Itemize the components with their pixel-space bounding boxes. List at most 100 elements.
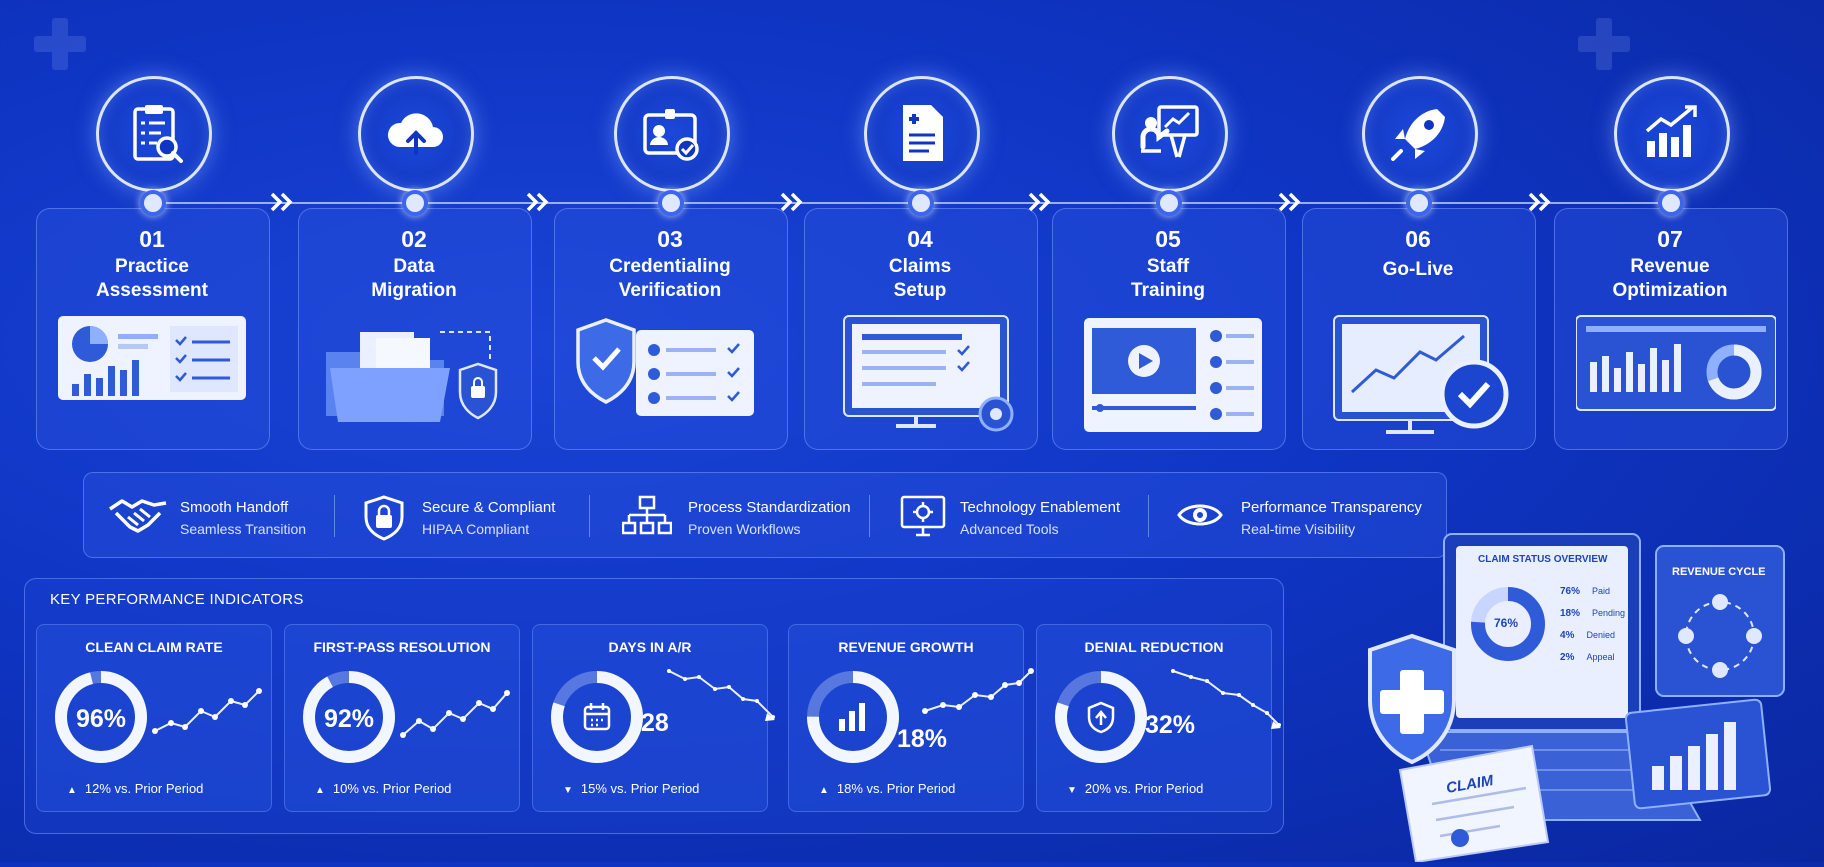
kpi-change-text: 15% vs. Prior Period [580,781,700,796]
kpi-label: FIRST-PASS RESOLUTION [313,639,491,655]
step-number: 01 [139,226,165,252]
growth-chart-icon [1645,105,1697,157]
claim-status-pct: 76% [1560,586,1581,597]
divider [589,495,590,537]
kpi-change: ▼20% vs. Prior Period [1067,781,1203,796]
step-title-line2: Verification [618,280,722,301]
claim-status-label: Paid [1592,586,1611,596]
value-subtitle: Seamless Transition [180,521,307,537]
value-subtitle: Advanced Tools [960,521,1059,537]
claim-status-row: 76% Paid [1560,586,1610,597]
step-illustration [1084,318,1262,432]
step-number: 06 [1405,226,1431,252]
kpi-value: 92% [323,705,375,733]
rocket-icon [1391,109,1445,161]
kpi-change: ▼15% vs. Prior Period [563,781,699,796]
step-title: Go-Live [1302,258,1534,282]
step-illustration [843,315,1014,432]
timeline-node [1156,190,1182,216]
value-title: Technology Enablement [960,499,1121,516]
claim-status-pct: 2% [1560,652,1575,663]
claim-status-center: 76% [1494,616,1519,630]
kpi-change: ▲ 18% vs. Prior Period [819,781,955,796]
value-smooth-handoff: Smooth Handoff Seamless Transition [108,473,308,557]
kpi-card-first-pass-resolution: FIRST-PASS RESOLUTION 92% ▲ 10% vs. Prior P… [284,624,520,812]
kpi-change-text: 12% vs. Prior Period [84,781,204,796]
sparkline [667,669,775,721]
step-title-line1: Go-Live [1382,259,1454,280]
sparkline [1171,669,1281,729]
divider [1148,495,1149,537]
step-title-line2: Setup [893,280,947,301]
kpi-label: CLEAN CLAIM RATE [85,639,223,655]
kpi-label: REVENUE GROWTH [838,639,974,655]
kpi-change: ▲ 10% vs. Prior Period [315,781,451,796]
value-subtitle: HIPAA Compliant [422,521,530,537]
kpi-change-text: 18% vs. Prior Period [836,781,956,796]
sparkline [400,690,510,738]
double-chevron-right-icon [1278,192,1302,217]
double-chevron-right-icon [1528,192,1552,217]
kpi-gauge [303,671,395,763]
step-title-line1: Credentialing [609,256,731,277]
step-number: 03 [657,226,683,252]
claim-status-row: 2% Appeal [1560,652,1614,663]
kpi-panel [24,578,1284,834]
value-performance-transparency: Performance Transparency Real-time Visib… [1177,473,1437,557]
step-number: 02 [401,226,427,252]
step-title-line1: Practice [115,256,189,277]
timeline-node [402,190,428,216]
claim-status-label: Appeal [1586,652,1615,662]
divider [334,495,335,537]
step-illustration [1333,315,1509,434]
kpi-gauge [1055,671,1147,763]
step-title-line2: Migration [371,280,457,301]
kpi-change: ▲ 12% vs. Prior Period [67,781,203,796]
value-title: Performance Transparency [1241,499,1422,516]
step-number: 04 [907,226,933,252]
monitor-gear-icon [900,495,946,537]
claim-status-label: Pending [1592,608,1626,618]
kpi-label: DENIAL REDUCTION [1084,639,1224,655]
triangle-up-icon: ▲ [819,785,829,796]
value-title: Process Standardization [688,499,851,516]
handshake-icon [109,499,167,533]
triangle-up-icon: ▲ [67,785,77,796]
step-icon-ring [1112,76,1228,192]
step-title-line2: Training [1131,280,1205,301]
kpi-change-text: 10% vs. Prior Period [332,781,452,796]
claim-status-row: 18%Pending [1560,608,1625,619]
step-illustration [576,318,754,416]
triangle-down-icon: ▼ [1067,785,1077,796]
sparkline [922,668,1034,714]
shield-icon [1087,701,1115,734]
kpi-label: DAYS IN A/R [608,639,692,655]
timeline-node [658,190,684,216]
bar-chart-icon [839,703,865,731]
step-illustration [326,331,498,422]
step-icon-ring [614,76,730,192]
medical-document-icon [903,105,943,161]
timeline-node [1658,190,1684,216]
step-icon-ring [1614,76,1730,192]
kpi-value: 96% [75,705,127,733]
step-icon-ring [358,76,474,192]
triangle-up-icon: ▲ [315,785,325,796]
claim-status-title: CLAIM STATUS OVERVIEW [1478,554,1608,565]
divider [869,495,870,537]
lock-shield-icon [364,495,404,541]
double-chevron-right-icon [780,192,804,217]
step-icon-ring [864,76,980,192]
step-title-line2: Assessment [96,280,208,301]
claim-status-pct: 4% [1560,630,1575,641]
clipboard-search-icon [133,105,183,163]
double-chevron-right-icon [1028,192,1052,217]
